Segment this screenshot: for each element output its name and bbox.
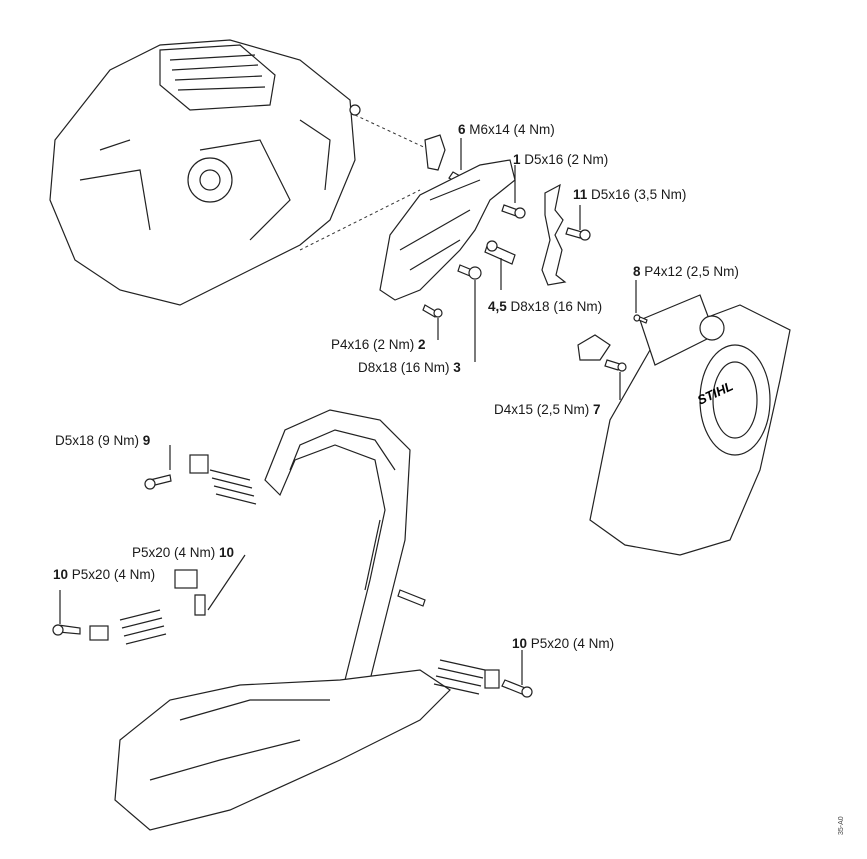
screw-8 [633,314,648,324]
drawing-code: 35-A0 [838,816,845,835]
tensioner-slide [577,334,611,361]
callout-7: D4x15 (2,5 Nm) 7 [494,402,601,417]
callout-10-right: 10 P5x20 (4 Nm) [512,636,615,651]
chain-catcher [541,183,567,286]
callout-8: 8 P4x12 (2,5 Nm) [633,264,739,279]
av-spring-left [89,609,167,645]
callout-6: 6 M6x14 (4 Nm) [458,122,555,137]
callout-3: D8x18 (16 Nm) 3 [358,360,461,375]
av-spring-9 [189,454,257,505]
screw-3 [457,264,482,280]
engine-housing [49,39,361,306]
screw-10-left [52,624,81,636]
screw-9 [144,474,172,490]
callout-9: D5x18 (9 Nm) 9 [55,433,151,448]
adjuster-knob [699,315,725,341]
av-spring-right [433,659,500,695]
callout-4-5: 4,5 D8x18 (16 Nm) [488,299,603,314]
screw-handle [397,589,426,607]
screw-10-right [501,679,533,698]
callout-11: 11 D5x16 (3,5 Nm) [573,187,687,202]
callout-2: P4x16 (2 Nm) 2 [331,337,426,352]
screw-11 [565,227,591,241]
alignment-dashes [299,114,431,251]
callout-1: 1 D5x16 (2 Nm) [513,152,609,167]
stud-4-5 [484,240,516,265]
clip-part [424,134,446,171]
rear-handle-housing [114,669,451,831]
bushing-10-mid [174,569,206,616]
callout-10-mid: P5x20 (4 Nm) 10 [132,545,235,560]
callout-10-left: 10 P5x20 (4 Nm) [53,567,156,582]
screw-2 [422,304,443,318]
screw-1 [501,204,526,219]
screw-7 [604,359,627,372]
side-cover [379,159,516,301]
